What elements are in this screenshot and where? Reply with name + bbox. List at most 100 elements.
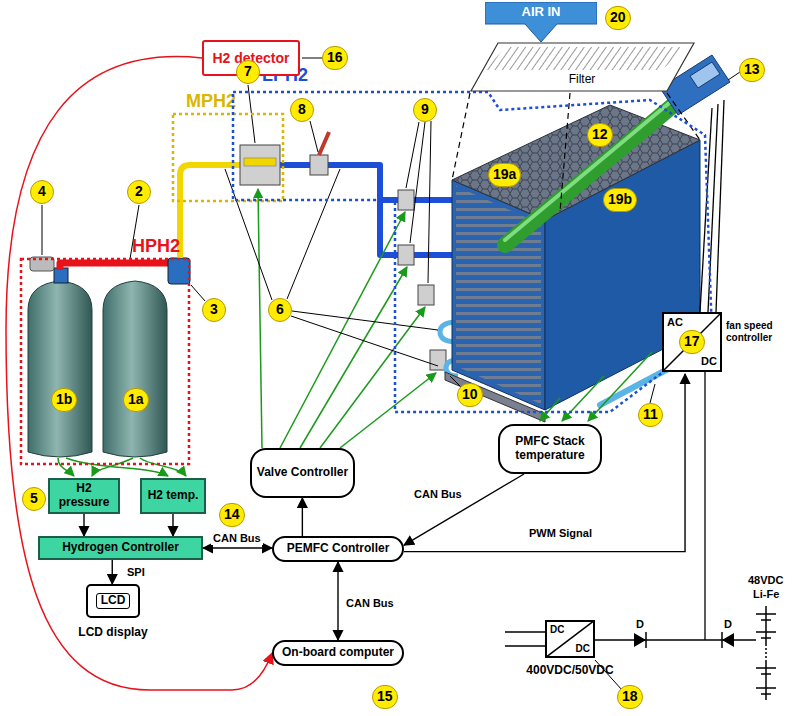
high-pressure-pipe [60, 263, 176, 270]
controller-box: Valve Controller [250, 448, 355, 498]
callout-number: 2 [127, 180, 151, 204]
callout-number: 9 [413, 98, 437, 122]
controller-box: Hydrogen Controller [38, 536, 203, 560]
box-label: PEMFC Controller [287, 542, 390, 556]
diode [722, 633, 734, 647]
callout-number: 15 [372, 685, 398, 709]
battery [756, 606, 776, 700]
valve [418, 285, 434, 305]
tank [28, 281, 92, 457]
arrow-label: AIR IN [485, 5, 597, 20]
callout-number: 1a [123, 388, 149, 412]
air-inlet-arrow: AIR IN [485, 2, 597, 42]
air-duct-highlight [505, 89, 686, 240]
box-label: H2 temp. [148, 489, 199, 503]
sensor-box: H2 temp. [140, 478, 206, 514]
power-wiring [505, 100, 756, 646]
device-label: fan speed controller [726, 320, 788, 344]
pressure-regulator [168, 258, 190, 284]
device-label: 400VDC/50VDC [520, 664, 620, 678]
callout-number: 10 [457, 383, 483, 407]
signal-label: CAN Bus [211, 532, 263, 545]
circuit-label: D [724, 618, 732, 631]
signal-label: PWM Signal [527, 527, 594, 540]
connector [302, 498, 303, 536]
connector [112, 560, 113, 584]
callout-number: 16 [322, 46, 348, 70]
signal-label: CAN Bus [344, 597, 396, 610]
circuit-label: D [636, 618, 644, 631]
solenoid-valve [240, 145, 280, 185]
filter-label: Filter [552, 73, 612, 87]
circuit-label: 48VDC [748, 574, 783, 587]
signal-label: CAN Bus [412, 488, 464, 501]
callout-number: 19a [488, 163, 521, 187]
converter-input: AC [667, 316, 683, 329]
callout-number: 14 [219, 503, 245, 527]
device-label: LCD display [68, 626, 158, 640]
computer-box: On-board computer [272, 640, 404, 666]
pressure-zone: MPH2 [172, 92, 284, 202]
box-label: On-board computer [282, 646, 394, 660]
converter-box: DC DC [545, 620, 595, 658]
sensor-lines [58, 189, 652, 476]
box-label: H2 pressure [54, 482, 114, 510]
valve-handle [319, 132, 329, 155]
callout-number: 11 [638, 403, 663, 427]
manual-valve [310, 155, 328, 175]
callout-number: 4 [30, 180, 54, 204]
diode [634, 633, 646, 647]
controller-box: PEMFC Controller [272, 536, 404, 562]
box-label: PMFC Stack temperature [504, 435, 596, 463]
valve [398, 190, 414, 210]
callout-number: 13 [739, 58, 765, 82]
sensor-box: PMFC Stack temperature [498, 424, 602, 474]
lcd-display: LCD LCD display [68, 584, 158, 656]
box-label: Valve Controller [257, 466, 348, 480]
callout-number: 5 [22, 487, 46, 511]
callout-number: 12 [587, 123, 613, 147]
connector [404, 474, 524, 545]
callout-number: 3 [202, 298, 226, 322]
connector [6, 57, 272, 690]
box-label: Hydrogen Controller [62, 541, 179, 555]
sensor-box: H2 pressure [48, 478, 120, 514]
valve-label-plate [244, 158, 276, 166]
circuit-label: Li-Fe [753, 588, 779, 601]
callout-number: 18 [617, 685, 643, 709]
leader-lines [42, 58, 740, 690]
callout-number: 17 [679, 330, 705, 354]
callout-number: 20 [605, 6, 631, 30]
tank [103, 281, 167, 457]
medium-pressure-pipe [180, 165, 240, 258]
callout-number: 8 [290, 98, 314, 122]
lcd-screen: LCD [86, 584, 140, 618]
callout-number: 6 [268, 298, 292, 322]
connector [83, 514, 84, 536]
projection-lines [452, 93, 700, 212]
valve [398, 245, 414, 265]
air-filter: Filter [470, 42, 695, 92]
converter-input: DC [550, 624, 564, 636]
connector [203, 547, 272, 548]
converter-output: DC [576, 643, 590, 655]
connector [404, 374, 685, 552]
tank-valve [54, 268, 68, 283]
connector [337, 562, 338, 640]
pressure-zone: HPH2 [20, 237, 190, 465]
air-duct [505, 93, 688, 245]
zone-label: MPH2 [186, 92, 236, 110]
screen-label: LCD [101, 594, 126, 608]
low-pressure-pipe [280, 165, 468, 255]
zone-label: HPH2 [132, 237, 180, 255]
callout-number: 19b [603, 188, 637, 212]
screen-frame: LCD [96, 593, 131, 609]
callout-number: 7 [236, 60, 260, 84]
blower-display [690, 62, 720, 88]
callout-number: 1b [51, 388, 77, 412]
signal-label: SPI [125, 566, 147, 579]
zone-outline [20, 237, 190, 465]
connector [172, 514, 173, 536]
converter-output: DC [701, 355, 717, 368]
dc-dc-converter: DC DC 400VDC/50VDC [520, 620, 620, 686]
